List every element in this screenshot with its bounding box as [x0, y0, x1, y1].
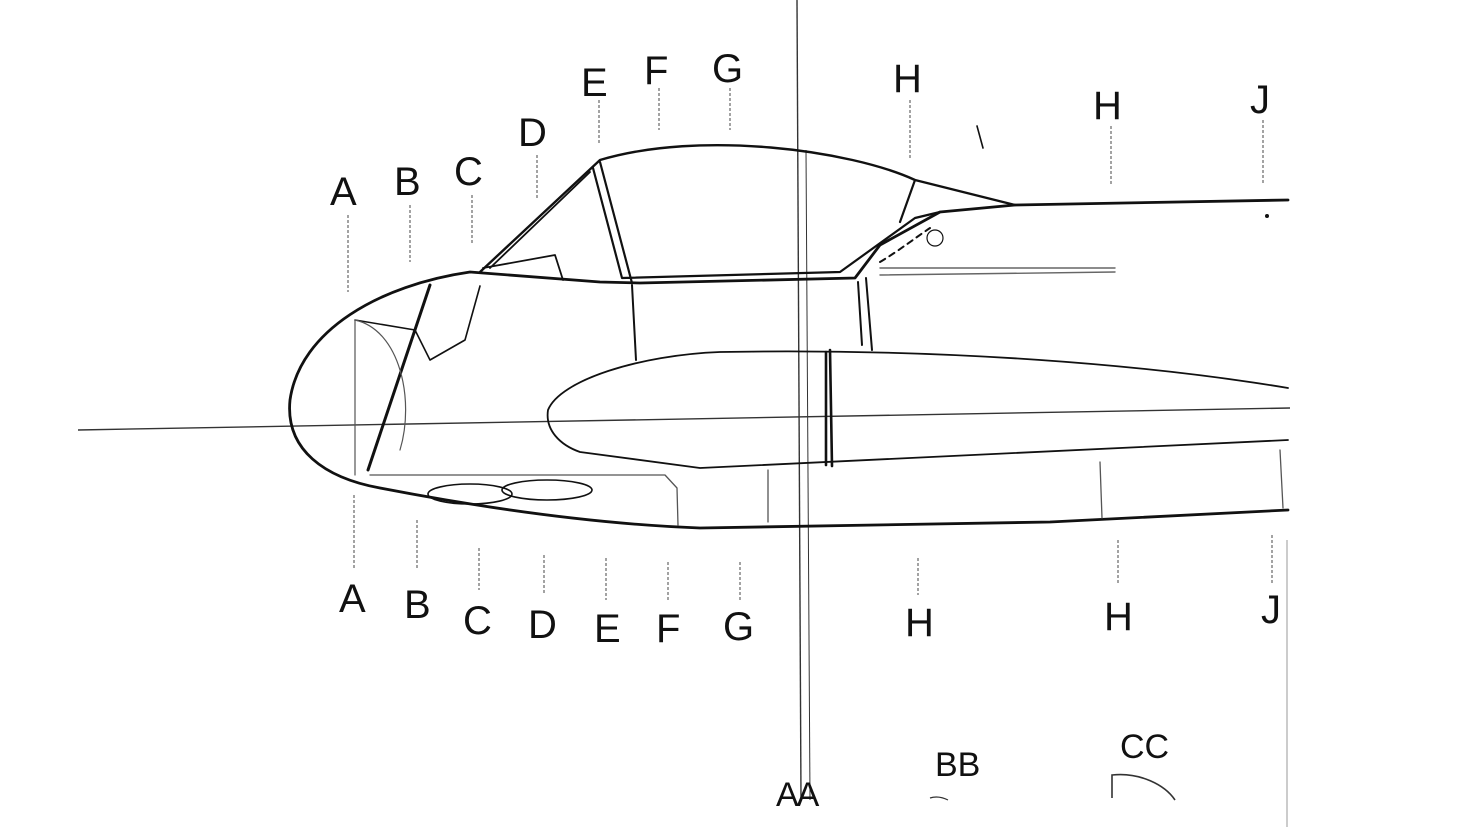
label-bottom-h1: H [905, 601, 934, 645]
label-bottom-e: E [594, 607, 621, 651]
section-bb-arc [929, 796, 949, 801]
label-section-bb: BB [935, 746, 980, 784]
section-view-labels: AA BB CC [776, 728, 1169, 814]
vertical-section-line-2 [805, 149, 811, 801]
label-top-j: J [1250, 78, 1270, 122]
label-top-b: B [394, 160, 421, 204]
label-bottom-h2: H [1104, 595, 1133, 639]
spine-line [879, 267, 1116, 276]
label-top-g: G [712, 47, 743, 91]
label-bottom-b: B [404, 583, 431, 627]
section-cc-arc [1111, 773, 1176, 801]
label-top-a: A [330, 170, 357, 214]
tick-mark [976, 125, 984, 149]
rivet-circle [926, 229, 944, 247]
label-bottom-g: G [723, 605, 754, 649]
label-section-aa: AA [776, 776, 820, 814]
nose-panel [354, 285, 481, 361]
label-bottom-a: A [339, 577, 366, 621]
section-shapes [929, 773, 1176, 801]
vent-oval-2 [501, 479, 593, 501]
label-top-d: D [518, 111, 547, 155]
label-bottom-f: F [656, 607, 680, 651]
label-section-cc: CC [1120, 728, 1169, 766]
canopy-posts [631, 277, 873, 361]
label-bottom-j: J [1261, 588, 1281, 632]
label-top-h2: H [1093, 84, 1122, 128]
windscreen [482, 171, 591, 281]
horizontal-datum-line [77, 407, 1291, 431]
dot-marker [1265, 214, 1269, 218]
vent-oval-1 [427, 483, 513, 505]
bottom-station-leaders [353, 495, 1273, 600]
canopy-outline [478, 144, 1017, 274]
label-bottom-c: C [463, 599, 492, 643]
vertical-section-line [796, 0, 802, 801]
rear-frame-dashes [879, 227, 931, 263]
label-top-f: F [644, 49, 668, 93]
intake-lip [824, 348, 834, 468]
label-top-c: C [454, 150, 483, 194]
nose-frame [366, 283, 432, 472]
reference-lines [77, 0, 1291, 827]
lower-panel-lines [369, 449, 1284, 526]
intake-fairing [546, 350, 1289, 469]
label-bottom-d: D [528, 603, 557, 647]
bottom-station-labels: A B C D E F G H H J [339, 577, 1281, 651]
top-station-labels: A B C D E F G H H J [330, 47, 1270, 214]
fuselage [288, 125, 1290, 530]
fuselage-outline [288, 198, 1290, 530]
top-station-leaders [347, 88, 1264, 292]
label-top-h1: H [893, 57, 922, 101]
label-top-e: E [581, 61, 608, 105]
nose-cone-inner [354, 319, 407, 476]
canopy-frame [591, 160, 942, 285]
